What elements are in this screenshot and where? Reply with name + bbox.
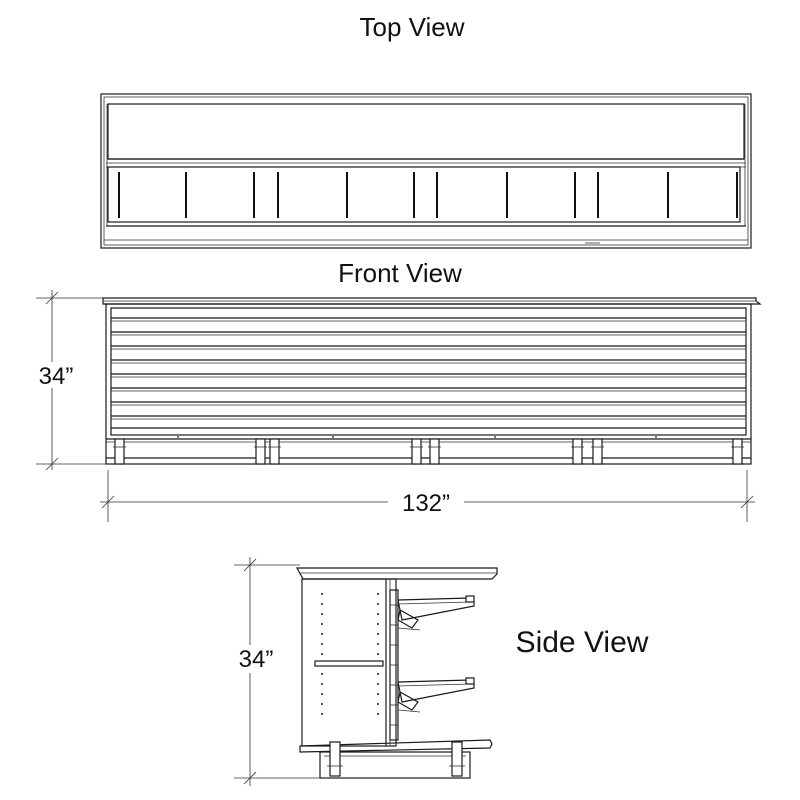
front-view-slats [111, 317, 746, 429]
front-height-label: 34” [39, 363, 74, 390]
front-view-title: Front View [338, 258, 462, 288]
side-view-peg-holes [321, 593, 379, 715]
front-height-dimension [28, 290, 106, 471]
front-view-elevation [102, 297, 762, 465]
side-view-title: Side View [516, 626, 649, 659]
side-view-upper-bracket [397, 595, 475, 631]
front-width-label: 132” [402, 490, 450, 517]
top-view-dividers [118, 172, 738, 218]
top-view-plan [100, 93, 752, 249]
front-view-legs [113, 438, 744, 465]
side-height-label: 34” [239, 646, 274, 673]
top-view-title: Top View [359, 12, 464, 42]
side-height-dimension [226, 557, 320, 786]
front-width-dimension [100, 470, 755, 522]
side-view-lower-bracket [397, 677, 475, 713]
side-view-elevation [295, 567, 498, 779]
